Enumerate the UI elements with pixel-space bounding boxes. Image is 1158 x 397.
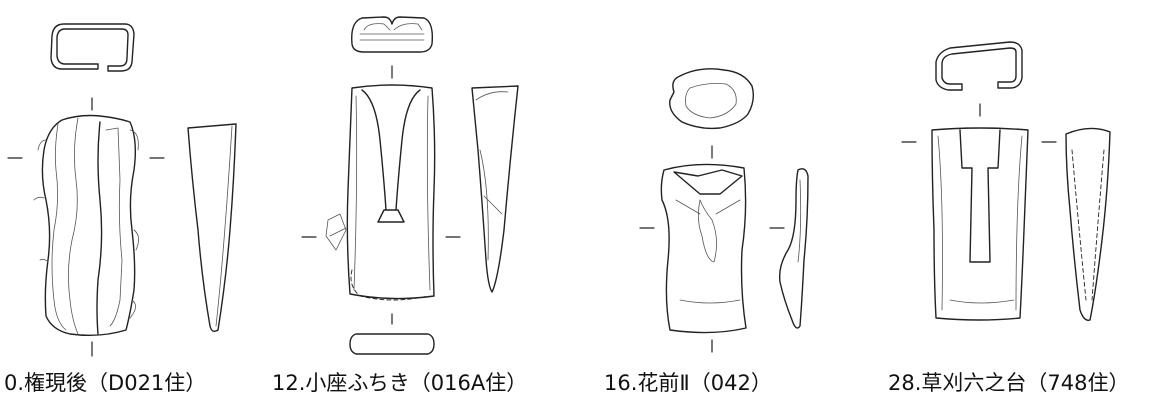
artifact-28-cross-section — [935, 41, 1023, 91]
artifact-28-side-profile — [1065, 127, 1111, 321]
artifact-28-front-view — [931, 127, 1029, 321]
figure-caption: 12.小座ふちき（016A住） — [272, 371, 528, 395]
figure-caption: 16.花前Ⅱ（042） — [604, 371, 772, 395]
artifact-16-top-section — [669, 68, 755, 130]
artifact-12-side-profile — [471, 85, 519, 293]
artifact-12-front-view — [346, 84, 436, 300]
figure-caption: 28.草刈六之台（748住） — [888, 371, 1130, 395]
artifact-0-side-profile — [187, 123, 237, 333]
artifact-0-front-view — [41, 114, 137, 337]
artifact-0-cross-section — [50, 23, 135, 72]
artifact-28-drawing — [901, 41, 1111, 321]
artifact-12-drawing — [301, 16, 519, 355]
artifact-16-side-profile — [778, 168, 809, 329]
artifact-16-drawing — [639, 68, 809, 353]
artifact-0-drawing — [7, 23, 237, 357]
artifact-12-top-section — [351, 16, 434, 53]
figure-caption: 0.権現後（D021住） — [4, 371, 207, 395]
artifact-16-front-view — [660, 163, 747, 334]
artifact-12-bottom-section — [349, 333, 435, 355]
